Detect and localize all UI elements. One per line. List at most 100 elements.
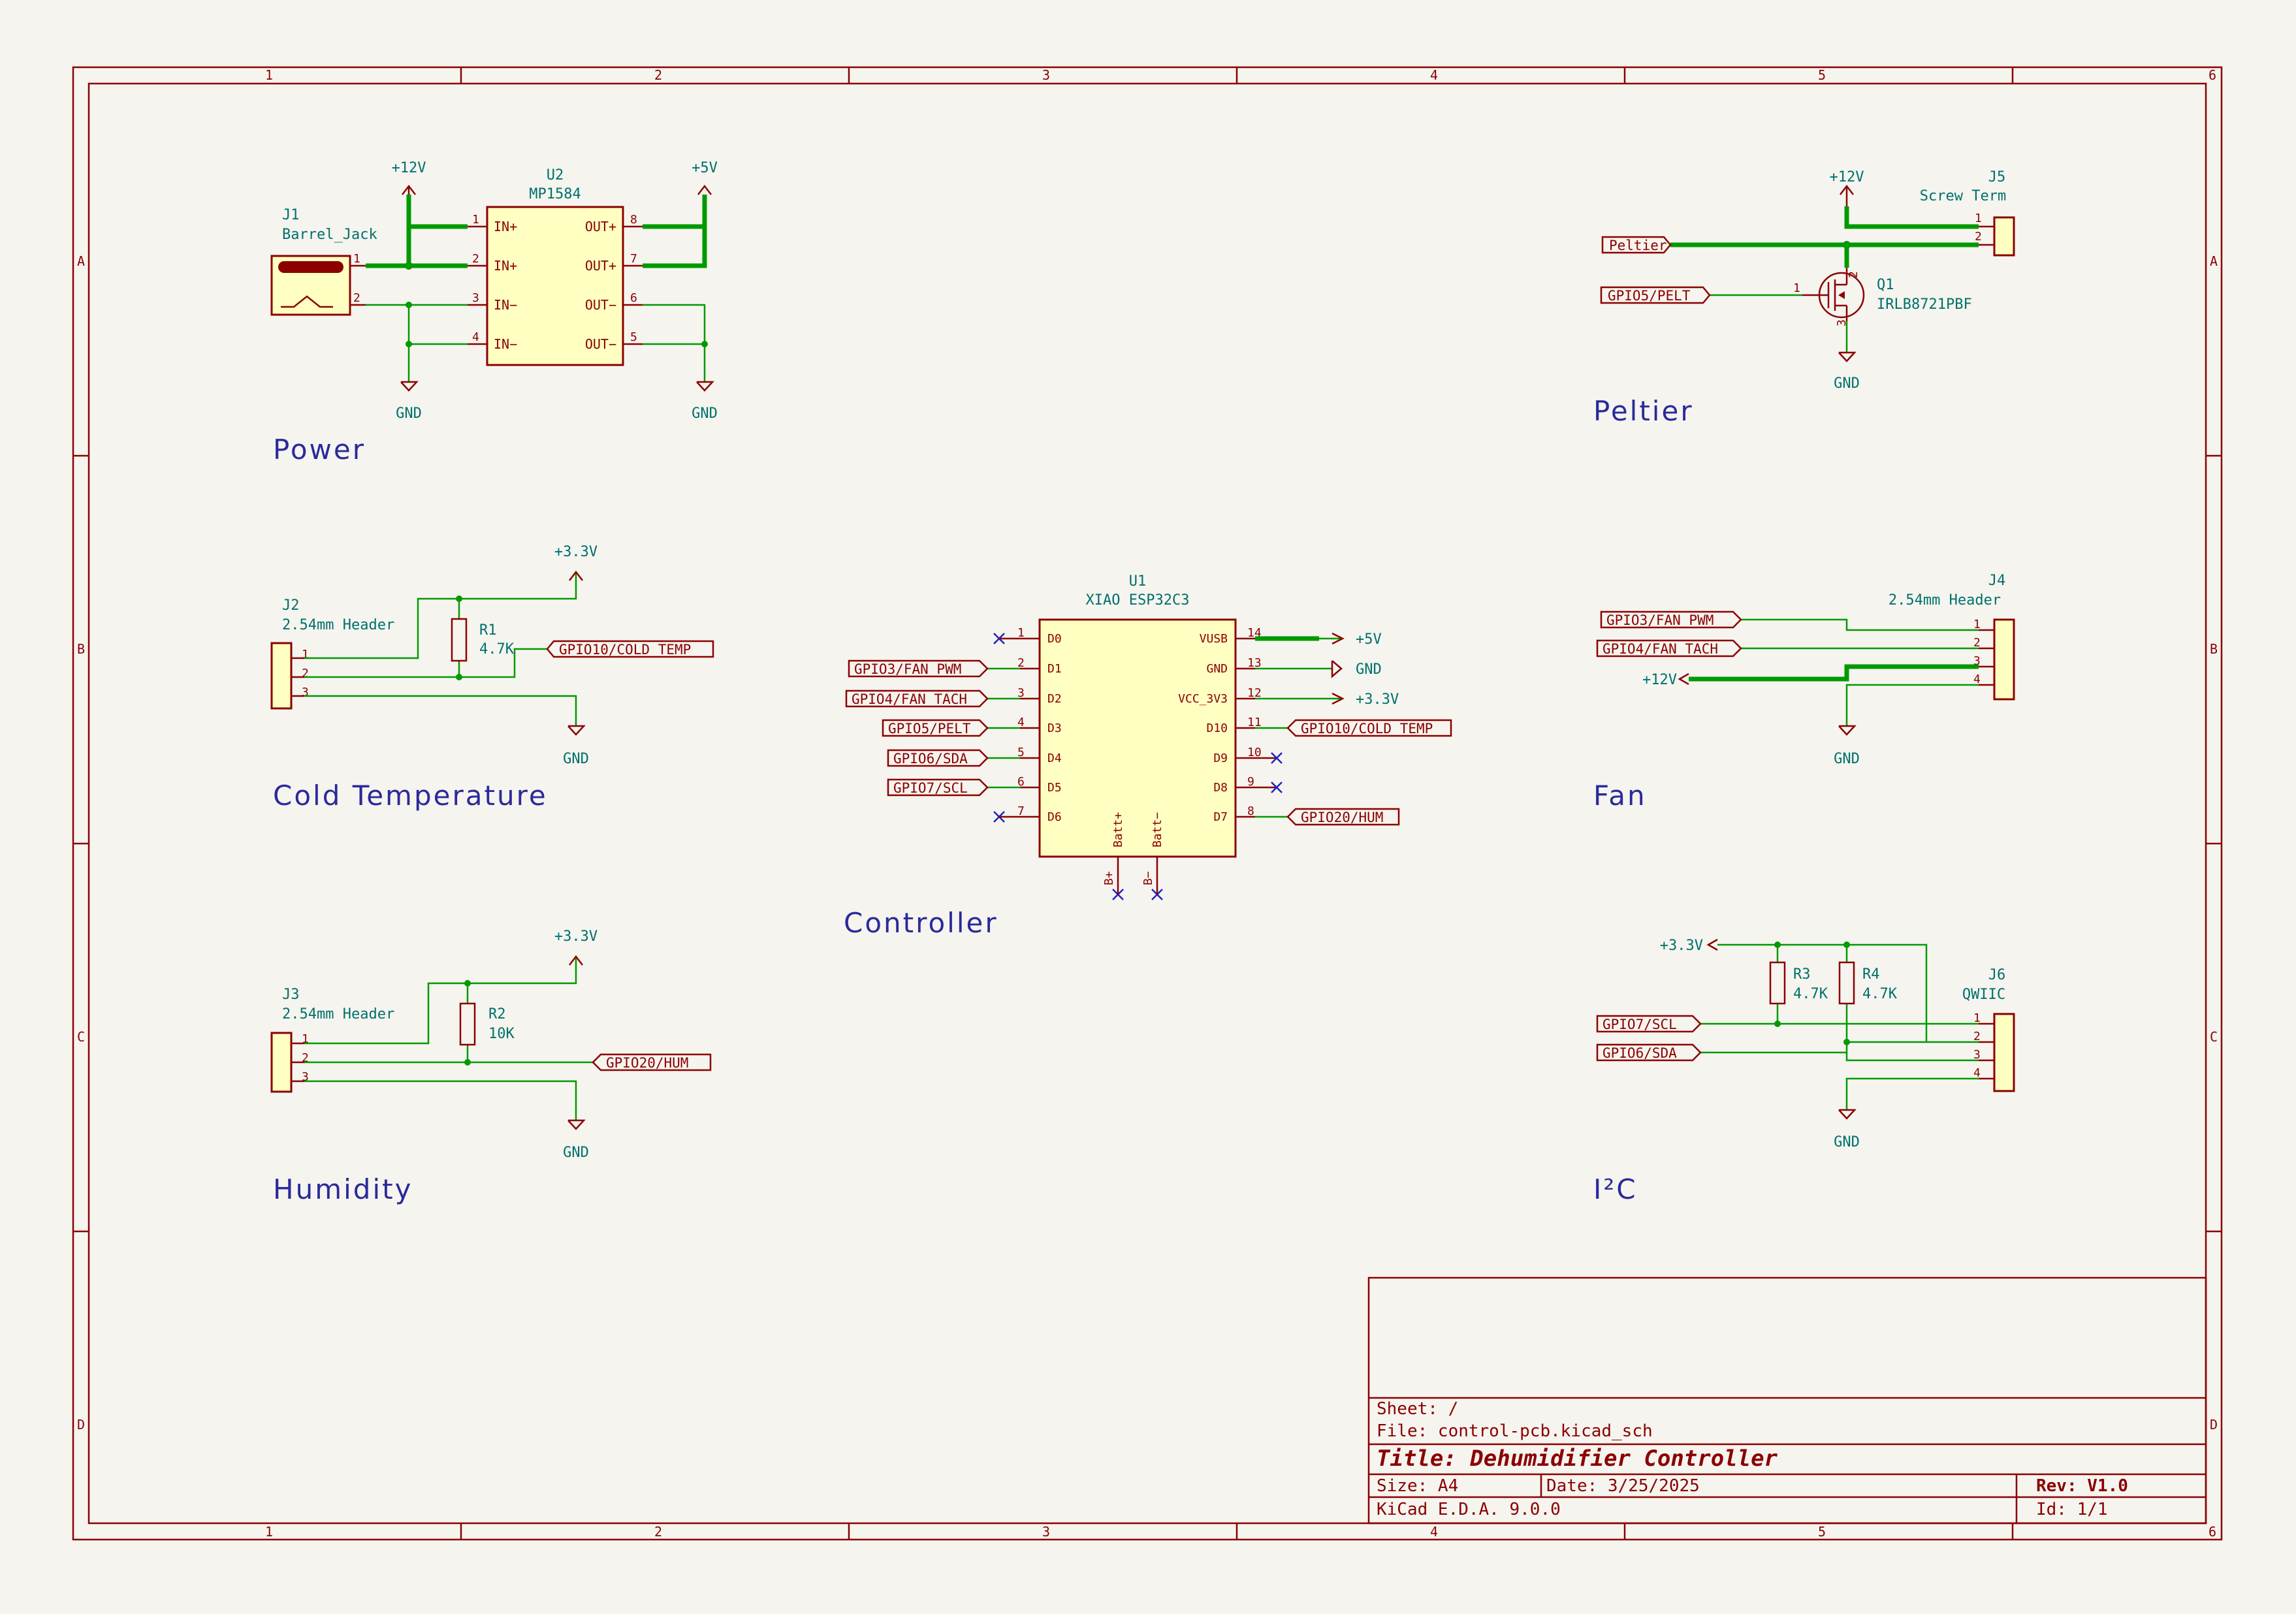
mosfet-q1[interactable] [1802, 268, 1865, 321]
controller-section: U1 XIAO ESP32C3 1 2 3 4 5 6 7 D0 D1 D2 D… [844, 573, 1452, 939]
u2-pin-number: 1 [472, 213, 479, 227]
u1-pin-name: Batt+ [1111, 812, 1125, 847]
net-label-gpio20-hum: GPIO20/HUM [1286, 808, 1400, 826]
svg-text:GND: GND [1356, 661, 1382, 678]
svg-text:GPIO3/FAN_PWM: GPIO3/FAN_PWM [854, 661, 961, 677]
ground-symbol: GND [1834, 1109, 1860, 1150]
humidity-wires [304, 957, 593, 1120]
j5-pin-number: 2 [1975, 230, 1982, 244]
frame-row-label: B [77, 641, 85, 657]
u1-pin-number: 10 [1247, 746, 1262, 759]
u1-pin-name: D8 [1213, 781, 1228, 795]
ground-symbol: GND [1331, 660, 1382, 678]
cold-temperature-section: J2 2.54mm Header 1 2 3 R1 4.7K +3.3V GPI… [270, 544, 714, 812]
resistor-r2[interactable] [459, 1002, 476, 1046]
svg-text:GPIO4/FAN_TACH: GPIO4/FAN_TACH [1602, 641, 1718, 657]
svg-text:+3.3V: +3.3V [554, 544, 598, 560]
u2-right-pins: 8 7 6 5 OUT+ OUT+ OUT− OUT− [585, 213, 643, 352]
fan-section: J4 2.54mm Header 1 2 3 4 GPIO3/FAN_PWM G… [1593, 573, 2015, 812]
resistor-r3[interactable] [1769, 961, 1786, 1005]
u2-pin-number: 2 [472, 252, 479, 266]
frame-col-label: 3 [1042, 1524, 1050, 1540]
u2-pin-name: OUT− [585, 336, 616, 352]
u1-value: XIAO ESP32C3 [1086, 592, 1190, 609]
power-symbol-12v: +12V [1642, 672, 1689, 688]
resistor-r4[interactable] [1838, 961, 1855, 1005]
r3-ref: R3 [1793, 966, 1811, 983]
j3-pin-number: 1 [302, 1032, 309, 1046]
u2-pin-name: IN+ [494, 219, 517, 234]
net-label-gpio6-sda: GPIO6/SDA [887, 749, 989, 767]
header-j2[interactable] [270, 642, 293, 710]
svg-text:+12V: +12V [1642, 672, 1677, 688]
svg-text:GPIO20/HUM: GPIO20/HUM [606, 1055, 688, 1071]
barrel-jack-j1[interactable] [270, 255, 351, 316]
power-symbol-12v: +12V [1830, 169, 1864, 206]
ground-symbol: GND [1834, 725, 1860, 767]
frame-column-labels-bottom: 1 2 3 4 5 6 [265, 1524, 2216, 1540]
svg-text:GND: GND [563, 1145, 589, 1161]
header-j4[interactable] [1993, 618, 2015, 701]
u1-pin-number: 9 [1247, 775, 1254, 789]
net-label-gpio7-scl: GPIO7/SCL [1596, 1015, 1702, 1033]
no-connect-marker [1255, 752, 1283, 764]
j3-ref: J3 [282, 987, 300, 1003]
u1-pin-number: 3 [1017, 686, 1025, 700]
u1-pin-name: D6 [1047, 810, 1062, 824]
j4-pin-number: 1 [1973, 618, 1981, 631]
u1-pin-name: GND [1206, 662, 1228, 676]
humidity-section: J3 2.54mm Header 1 2 3 R2 10K +3.3V GPIO… [270, 928, 712, 1205]
j2-pin-number: 1 [302, 648, 309, 661]
microcontroller-u1[interactable] [1038, 618, 1237, 858]
r1-value: 4.7K [479, 641, 515, 657]
no-connect-marker [993, 633, 1020, 644]
u1-pin-number: B− [1141, 871, 1155, 885]
j6-pin-number: 2 [1973, 1030, 1981, 1043]
section-title-cold-temperature: Cold Temperature [273, 780, 548, 812]
net-label-gpio10-cold-temp: GPIO10/COLD_TEMP [546, 640, 714, 658]
svg-text:+3.3V: +3.3V [554, 928, 598, 945]
net-label-gpio20-hum: GPIO20/HUM [592, 1053, 712, 1071]
frame-col-label: 4 [1430, 67, 1438, 83]
frame-col-label: 3 [1042, 67, 1050, 83]
net-label-gpio3-fan-pwm: GPIO3/FAN_PWM [848, 659, 989, 678]
svg-text:+3.3V: +3.3V [1356, 691, 1399, 708]
u1-pin-name: D3 [1047, 721, 1062, 735]
u1-pin-number: 6 [1017, 775, 1025, 789]
j2-ref: J2 [282, 597, 300, 614]
j1-value: Barrel_Jack [282, 227, 377, 243]
svg-text:+12V: +12V [392, 160, 426, 176]
u2-pin-number: 8 [630, 213, 637, 227]
screw-terminal-j5[interactable] [1993, 216, 2015, 257]
header-j3[interactable] [270, 1032, 293, 1093]
q1-pin-number: 3 [1835, 319, 1849, 326]
resistor-r1[interactable] [451, 618, 468, 662]
svg-text:GPIO5/PELT: GPIO5/PELT [888, 721, 971, 736]
section-title-peltier: Peltier [1593, 395, 1694, 427]
net-label-gpio10-cold-temp: GPIO10/COLD_TEMP [1286, 719, 1452, 737]
ground-symbol: GND [563, 725, 589, 767]
section-title-controller: Controller [844, 907, 998, 939]
u2-pin-number: 7 [630, 252, 637, 266]
j1-ref: J1 [282, 207, 300, 223]
j5-pin-number: 1 [1975, 212, 1982, 225]
j4-pin-number: 3 [1973, 654, 1981, 668]
u1-pin-name: D4 [1047, 752, 1062, 765]
svg-text:GND: GND [1834, 751, 1860, 767]
u2-pin-name: IN− [494, 336, 517, 352]
svg-text:+5V: +5V [1356, 631, 1382, 648]
net-label-gpio4-fan-tach: GPIO4/FAN_TACH [845, 689, 989, 708]
cold-temp-wires [304, 572, 577, 726]
j3-pin-number: 2 [302, 1051, 309, 1065]
frame-row-label: D [77, 1417, 85, 1432]
svg-text:GND: GND [396, 405, 422, 422]
power-symbol-3v3: +3.3V [554, 544, 598, 581]
svg-text:GPIO5/PELT: GPIO5/PELT [1608, 288, 1691, 304]
j4-pin-number: 2 [1973, 636, 1981, 650]
frame-col-label: 6 [2208, 67, 2216, 83]
svg-text:GPIO6/SDA: GPIO6/SDA [1602, 1045, 1677, 1061]
qwiic-connector-j6[interactable] [1993, 1013, 2015, 1092]
buck-converter-u2[interactable] [486, 206, 624, 366]
u1-pin-number: 1 [1017, 626, 1025, 640]
title-block-title: Title: Dehumidifier Controller [1377, 1446, 1778, 1472]
